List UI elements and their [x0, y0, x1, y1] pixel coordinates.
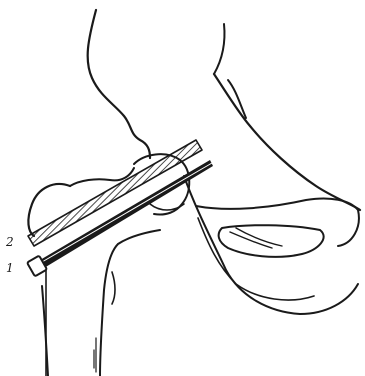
pelvis-outline: [88, 10, 360, 314]
obturator-foramen: [219, 225, 324, 257]
wire-2-label: 2: [6, 236, 14, 248]
wire-1-label: 1: [6, 262, 14, 274]
hatched-wire-2: [28, 140, 202, 246]
